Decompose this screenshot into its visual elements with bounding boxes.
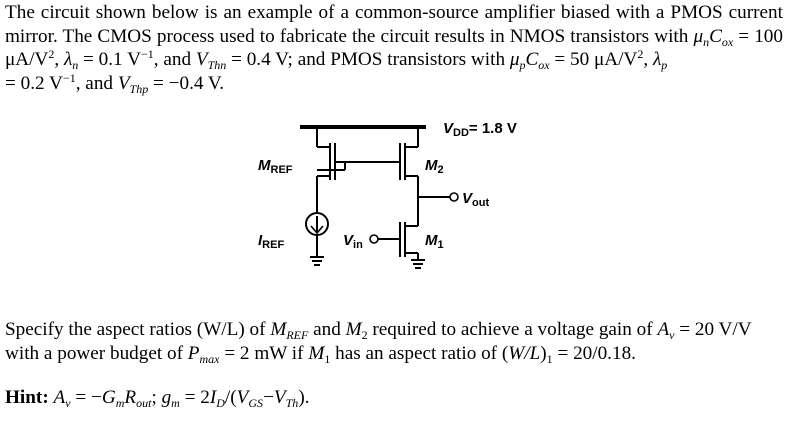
ground-m1-icon xyxy=(411,259,425,269)
hint-paragraph: Hint: Av = −GmRout; gm = 2ID/(VGS−VTh). xyxy=(5,387,310,410)
m1-label: M1 xyxy=(425,232,444,251)
intro-paragraph: The circuit shown below is an example of… xyxy=(5,2,783,96)
iref-label: IREF xyxy=(258,232,284,251)
m2-label: M2 xyxy=(425,157,444,176)
vout-terminal xyxy=(449,192,459,202)
circuit-diagram: VDD= 1.8 V MREF M2 Vout IREF xyxy=(258,120,517,269)
iref-source xyxy=(305,212,329,257)
m1-transistor xyxy=(399,222,419,260)
mref-label: MREF xyxy=(258,157,293,176)
question-paragraph: Specify the aspect ratios (W/L) of MREF … xyxy=(5,319,752,366)
vout-label: Vout xyxy=(462,190,489,209)
vin-label: Vin xyxy=(343,232,363,251)
vin-terminal xyxy=(369,234,379,244)
vdd-label: VDD= 1.8 V xyxy=(443,120,517,139)
mref-transistor xyxy=(316,127,346,212)
ground-iref-icon xyxy=(310,256,324,266)
m2-transistor xyxy=(399,127,419,222)
